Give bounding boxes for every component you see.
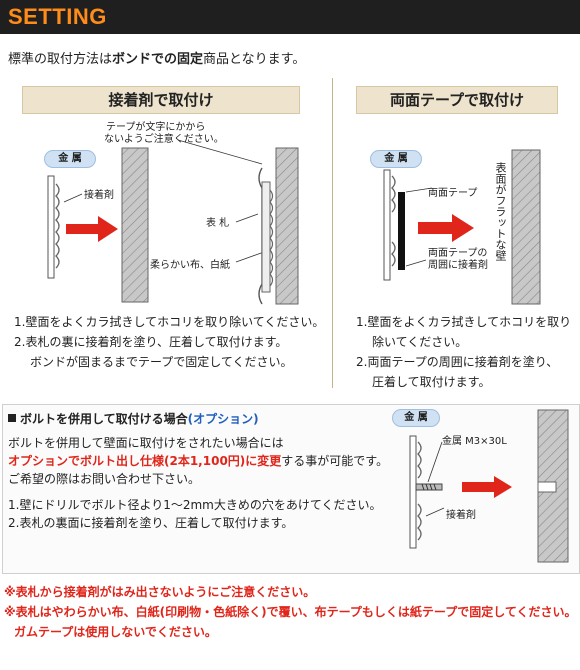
drill-hole xyxy=(537,481,557,493)
tape-steps: 1.壁面をよくカラ拭きしてホコリを取り 除いてください。 2.両面テープの周囲に… xyxy=(356,312,571,392)
leader-line xyxy=(405,187,433,193)
bolt-icon xyxy=(415,483,443,491)
wall-left xyxy=(121,147,149,303)
square-bullet-icon xyxy=(8,414,16,422)
leader-line xyxy=(405,259,427,267)
metal-badge: 金 属 xyxy=(370,150,422,168)
adhesive-step-1: 1.壁面をよくカラ拭きしてホコリを取り除いてください。 xyxy=(14,315,325,329)
tape-section-title: 両面テープで取付け xyxy=(356,86,558,114)
flat-wall-label: 表面がフラットな壁 xyxy=(494,162,507,261)
adhesive-squiggle xyxy=(55,183,60,269)
adhesive-squiggle xyxy=(417,503,422,541)
bolt-thread xyxy=(421,483,437,491)
adhesive-label: 接着剤 xyxy=(84,190,114,201)
bolt-step-1: 1.壁にドリルでボルト径より1～2mm大きめの穴をあけてください。 xyxy=(8,498,382,512)
adhesive-section-title: 接着剤で取付け xyxy=(22,86,300,114)
red-arrow-icon xyxy=(66,216,118,242)
adhesive-step-2: 2.表札の裏に接着剤を塗り、圧着して取付けます。 xyxy=(14,335,288,349)
note-1: ※表札から接着剤がはみ出さないようにご注意ください。 xyxy=(4,585,316,599)
cloth-label: 柔らかい布、白紙 xyxy=(150,260,230,271)
around-label-line2: 周囲に接着剤 xyxy=(428,260,488,271)
tape-step-1b: 除いてください。 xyxy=(372,335,468,349)
red-arrow-icon xyxy=(462,476,512,498)
bolt-line-1: ボルトを併用して壁面に取付けをされたい場合には xyxy=(8,436,284,450)
bolt-heading-option: (オプション) xyxy=(187,412,259,426)
plate-side-view xyxy=(383,169,391,281)
leader-line xyxy=(425,507,445,517)
plate-side-view xyxy=(409,435,417,549)
around-label-line1: 両面テープの xyxy=(428,248,488,259)
double-tape-strip xyxy=(398,192,405,270)
leader-line xyxy=(427,441,443,483)
notes: ※表札から接着剤がはみ出さないようにご注意ください。 ※表札はやわらかい布、白紙… xyxy=(4,582,576,642)
page-title: SETTING xyxy=(8,4,107,29)
tape-note-line2: ないようご注意ください。 xyxy=(104,134,224,145)
leader-line xyxy=(235,251,265,263)
adhesive-diagram xyxy=(47,139,299,305)
adhesive-squiggle xyxy=(417,441,422,479)
adhesive-squiggle xyxy=(391,175,396,213)
bolt-heading: ボルトを併用して取付ける場合(オプション) xyxy=(8,410,259,427)
plate-mounted xyxy=(261,181,271,293)
adhesive-steps: 1.壁面をよくカラ拭きしてホコリを取り除いてください。 2.表札の裏に接着剤を塗… xyxy=(14,312,324,372)
section-divider xyxy=(332,78,333,388)
tape-note-line1: テープが文字にかから xyxy=(106,122,206,133)
leader-line xyxy=(177,139,263,165)
bolt-adhesive-label: 接着剤 xyxy=(446,510,476,521)
bolt-line-2: オプションでボルト出し仕様(2本1,100円)に変更する事が可能です。 xyxy=(8,452,388,470)
red-arrow-icon xyxy=(418,214,474,242)
intro-bold: ボンドでの固定 xyxy=(112,52,204,67)
intro-text: 標準の取付方法はボンドでの固定商品となります。 xyxy=(8,48,305,67)
bolt-step-2: 2.表札の裏面に接着剤を塗り、圧着して取付けます。 xyxy=(8,516,294,530)
bolt-heading-text: ボルトを併用して取付ける場合 xyxy=(20,412,188,426)
header-bar: SETTING xyxy=(0,0,580,34)
intro-pre: 標準の取付方法は xyxy=(8,52,113,67)
tape-step-2: 2.両面テープの周囲に接着剤を塗り、 xyxy=(356,355,559,369)
note-2: ※表札はやわらかい布、白紙(印刷物・色紙除く)で覆い、布テープもしくは紙テープで… xyxy=(4,605,577,619)
adhesive-squiggle xyxy=(269,189,274,287)
intro-post: 商品となります。 xyxy=(203,52,306,67)
tape-step-1: 1.壁面をよくカラ拭きしてホコリを取り xyxy=(356,315,572,329)
metal-badge: 金 属 xyxy=(44,150,96,168)
leader-line xyxy=(235,213,259,223)
bolt-line-2-post: する事が可能です。 xyxy=(281,454,389,468)
plate-side-view xyxy=(47,175,55,279)
tape-diagram xyxy=(383,149,541,305)
adhesive-squiggle xyxy=(391,241,396,267)
note-3: ガムテープは使用しないでください。 xyxy=(14,625,217,639)
adhesive-step-2b: ボンドが固まるまでテープで固定してください。 xyxy=(30,355,293,369)
double-tape-label: 両面テープ xyxy=(428,188,478,199)
tape-step-2b: 圧着して取付けます。 xyxy=(372,375,491,389)
bolt-option-red: オプションでボルト出し仕様(2本1,100円)に変更 xyxy=(8,454,282,468)
wall-right xyxy=(275,147,299,305)
bolt-diagram xyxy=(409,409,569,563)
wall-flat xyxy=(511,149,541,305)
bolt-spec-label: 金属 M3×30L xyxy=(442,436,507,447)
bolt-line-3: ご希望の際はお問い合わせ下さい。 xyxy=(8,472,201,486)
metal-badge: 金 属 xyxy=(392,409,440,427)
plate-label: 表 札 xyxy=(206,218,230,229)
leader-line xyxy=(63,193,83,203)
